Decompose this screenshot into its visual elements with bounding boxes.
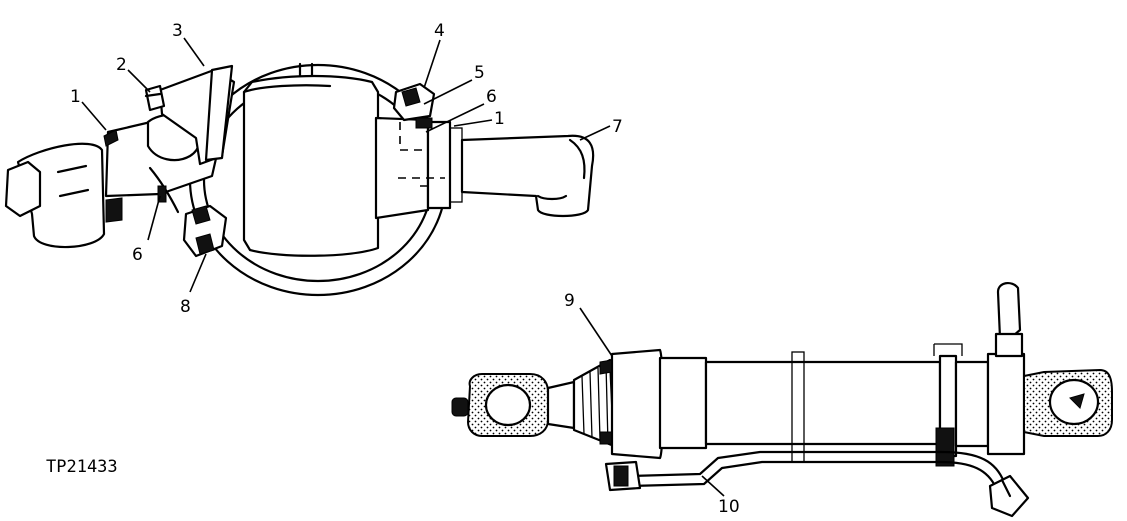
hydraulic-tube — [604, 450, 1030, 518]
bracket-assembly — [144, 64, 236, 166]
callout-9: 9 — [564, 291, 575, 311]
callout-6-right: 6 — [486, 87, 497, 107]
callout-10: 10 — [718, 497, 740, 517]
upper-fitting — [994, 282, 1024, 358]
outlet-assembly — [374, 116, 595, 220]
callout-1-left: 1 — [70, 87, 81, 107]
center-body — [242, 74, 380, 257]
boot — [572, 358, 616, 448]
leader-lines — [81, 37, 725, 497]
intake-elbow — [4, 113, 224, 249]
right-rod-end — [1023, 368, 1113, 437]
callout-2: 2 — [116, 55, 127, 75]
cylinder-barrel — [610, 343, 1026, 467]
callout-1-right: 1 — [494, 109, 505, 129]
bottom-assembly — [451, 282, 1113, 518]
top-assembly — [4, 62, 595, 297]
callout-labels: 1 2 3 4 5 6 1 7 6 8 9 10 — [70, 21, 740, 517]
left-rod-end — [451, 373, 576, 437]
figure-code: TP21433 — [46, 457, 118, 477]
callout-5: 5 — [474, 63, 485, 83]
callout-6-left: 6 — [132, 245, 143, 265]
upper-clamp — [392, 82, 436, 129]
callout-7: 7 — [612, 117, 623, 137]
callout-3: 3 — [172, 21, 183, 41]
lower-clamp — [182, 204, 228, 258]
callout-8: 8 — [180, 297, 191, 317]
callout-4: 4 — [434, 21, 445, 41]
